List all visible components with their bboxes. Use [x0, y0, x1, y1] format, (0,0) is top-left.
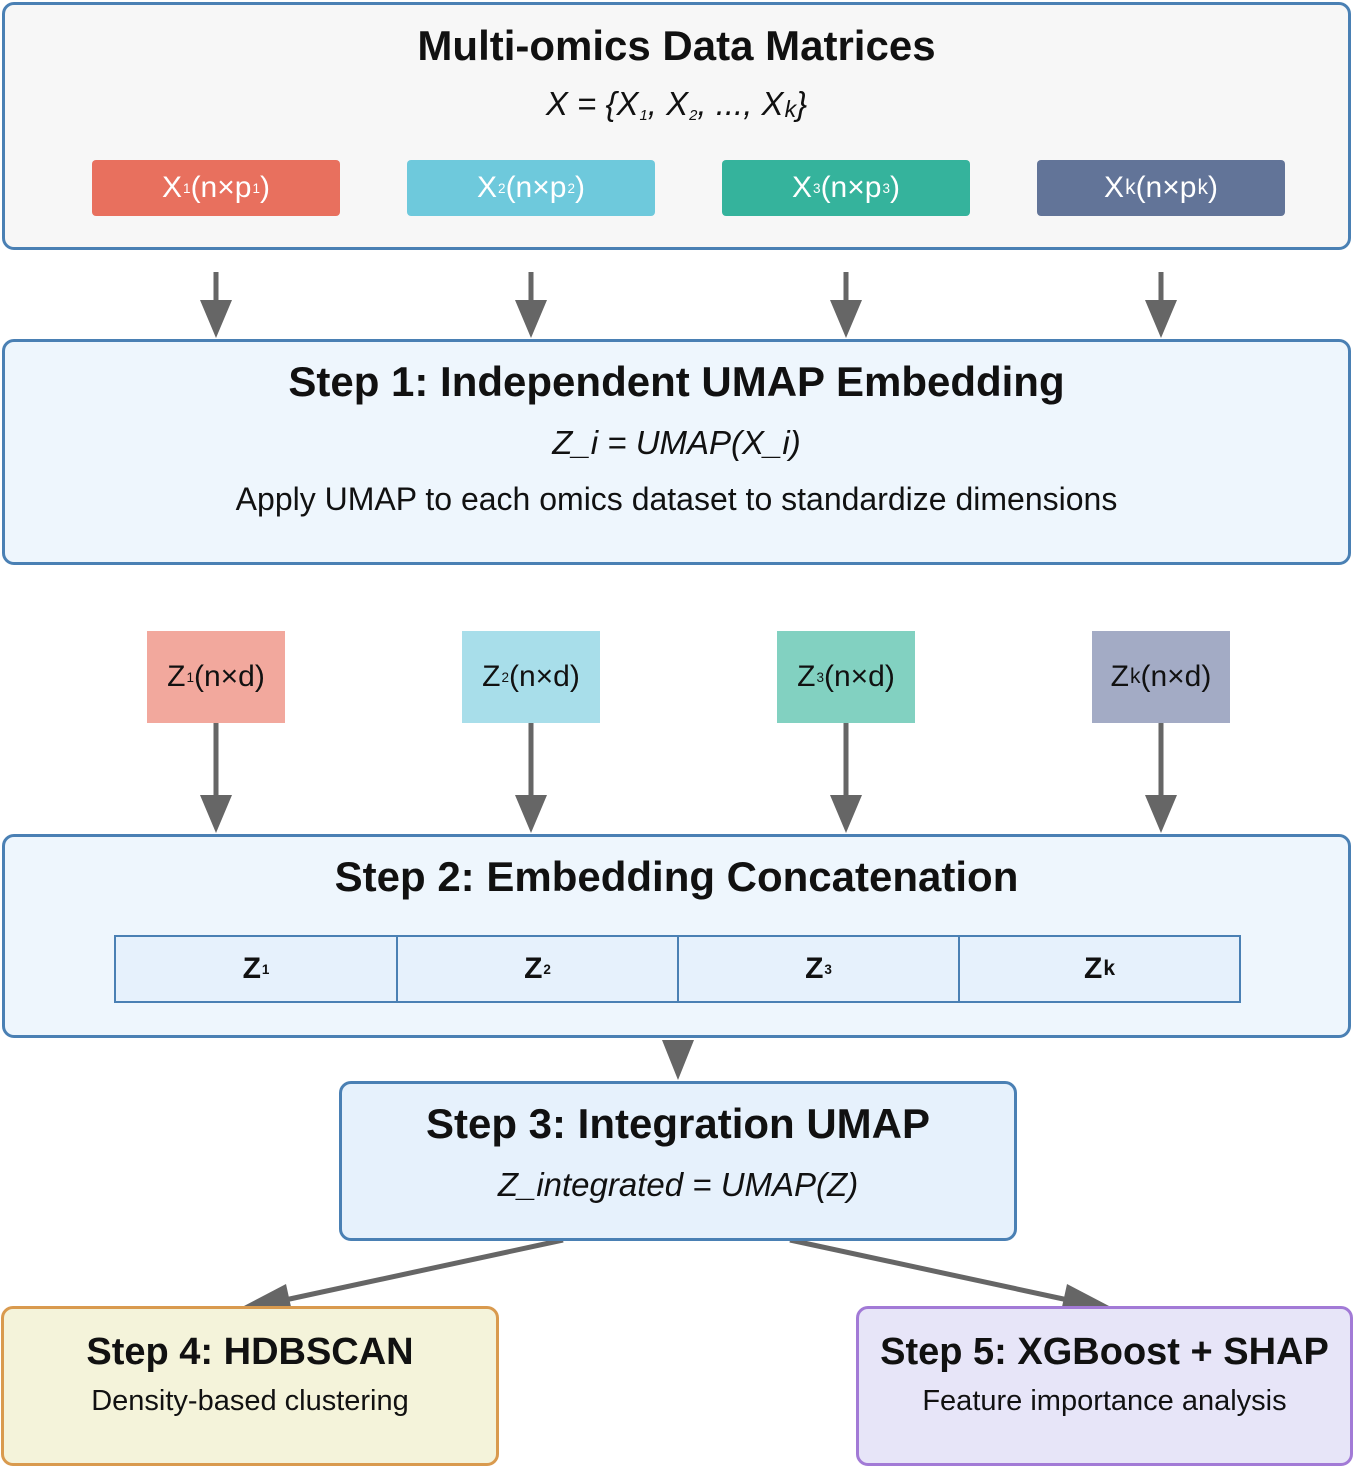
arrowhead-zk	[1145, 795, 1177, 833]
arrows-step3-to-outputs	[244, 1237, 1109, 1316]
arrowhead-x3	[830, 300, 862, 338]
step3-formula: Z_integrated = UMAP(Z)	[497, 1166, 859, 1203]
step2-title: Step 2: Embedding Concatenation	[334, 853, 1019, 900]
arrow-to-step5	[789, 1237, 1069, 1303]
arrowhead-xk	[1145, 300, 1177, 338]
step4-description: Density-based clustering	[91, 1385, 409, 1417]
input-formula: X = {X1, X2, ..., Xk}	[545, 85, 808, 125]
step5-title: Step 5: XGBoost + SHAP	[880, 1331, 1329, 1373]
step3-box: Step 3: Integration UMAP Z_integrated = …	[339, 1081, 1017, 1241]
arrows-z-to-step2	[200, 722, 1177, 833]
step3-title: Step 3: Integration UMAP	[425, 1100, 931, 1147]
arrowhead-z1	[200, 795, 232, 833]
step4-title: Step 4: HDBSCAN	[86, 1331, 414, 1373]
arrowhead-x1	[200, 300, 232, 338]
arrowhead-z2	[515, 795, 547, 833]
step1-title: Step 1: Independent UMAP Embedding	[288, 358, 1065, 405]
arrows-input-to-step1	[200, 272, 1177, 338]
arrowhead-z3	[830, 795, 862, 833]
step5-description: Feature importance analysis	[922, 1385, 1287, 1417]
step4-box: Step 4: HDBSCAN Density-based clustering	[1, 1306, 499, 1466]
step1-description: Apply UMAP to each omics dataset to stan…	[235, 481, 1118, 517]
arrow-to-step4	[284, 1237, 564, 1303]
input-title: Multi-omics Data Matrices	[417, 22, 936, 69]
arrowhead-x2	[515, 300, 547, 338]
step1-box: Step 1: Independent UMAP Embedding Z_i =…	[2, 339, 1351, 565]
step5-box: Step 5: XGBoost + SHAP Feature importanc…	[856, 1306, 1353, 1466]
step1-formula: Z_i = UMAP(X_i)	[552, 424, 801, 461]
arrow-step2-to-step3	[662, 1040, 694, 1080]
